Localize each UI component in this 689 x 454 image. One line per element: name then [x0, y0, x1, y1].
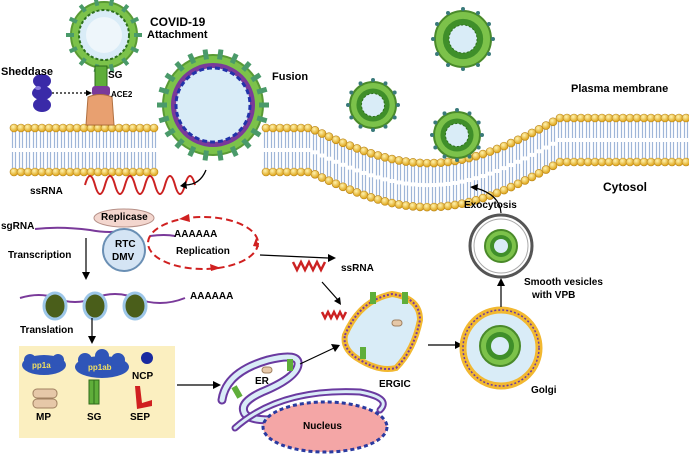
- label-ssrna-top: ssRNA: [30, 186, 63, 197]
- spike-receptor-complex: [85, 65, 115, 126]
- label-transcription: Transcription: [8, 250, 72, 261]
- virus-attachment: [70, 1, 138, 69]
- ssrna-strand-mid: [291, 259, 327, 273]
- label-cytosol: Cytosol: [603, 180, 648, 194]
- ssrna-strand-top: [84, 175, 196, 195]
- label-nucleus: Nucleus: [303, 421, 342, 432]
- label-ace2: ACE2: [111, 90, 133, 99]
- pp1ab-protein: [75, 349, 129, 378]
- ergic-compartment: [341, 290, 424, 372]
- sg-protein: [88, 379, 100, 405]
- label-fusion: Fusion: [272, 71, 309, 83]
- replication-cycle: [147, 216, 259, 270]
- sep-protein: [135, 386, 152, 409]
- label-ergic: ERGIC: [379, 379, 411, 390]
- label-rtc: RTC: [115, 239, 136, 250]
- label-sheddase: Sheddase: [1, 66, 53, 78]
- label-polya-1: AAAAAA: [174, 229, 218, 240]
- ribosome-bead: [42, 291, 68, 321]
- label-with-vpb: with VPB: [532, 290, 576, 301]
- label-pp1ab: pp1ab: [88, 363, 112, 372]
- label-mp: MP: [36, 412, 51, 423]
- virion: [346, 78, 400, 132]
- golgi-vesicle: [459, 306, 543, 390]
- label-dmv: DMV: [112, 252, 135, 263]
- label-replicase: Replicase: [101, 212, 148, 223]
- label-smooth-vesicles: Smooth vesicles: [524, 277, 603, 288]
- label-er: ER: [255, 376, 269, 387]
- virus-spikes: [66, 0, 142, 73]
- ribosome-bead: [122, 291, 148, 321]
- arrow-fusion-to-ssrna: [184, 169, 207, 186]
- label-golgi: Golgi: [531, 385, 557, 396]
- label-translation: Translation: [20, 325, 74, 336]
- pp1a-protein: [22, 354, 66, 375]
- rtc-dmv-vesicle: [102, 228, 146, 272]
- plasma-membrane: [9, 113, 689, 212]
- label-attachment: Attachment: [147, 29, 208, 41]
- sheddase-enzyme: [32, 74, 92, 112]
- label-ssrna-mid: ssRNA: [341, 263, 374, 274]
- virion: [430, 108, 484, 162]
- mp-protein: [32, 388, 58, 409]
- label-polya-2: AAAAAA: [190, 291, 234, 302]
- replicase-enzyme: [93, 208, 155, 228]
- label-plasma-membrane: Plasma membrane: [571, 83, 669, 95]
- nucleus: [261, 400, 389, 454]
- virion: [431, 7, 495, 71]
- label-pp1a: pp1a: [32, 361, 51, 370]
- label-sgrna: sgRNA: [1, 221, 35, 232]
- label-ncp: NCP: [132, 371, 154, 382]
- label-sg-top: SG: [108, 70, 123, 81]
- label-sg-box: SG: [87, 412, 102, 423]
- label-exocytosis: Exocytosis: [464, 200, 517, 211]
- virus-fusion: [162, 54, 264, 156]
- label-sep: SEP: [130, 412, 151, 423]
- label-replication: Replication: [176, 246, 230, 257]
- ncp-protein: [141, 352, 153, 364]
- ssrna-strand-ergic: [320, 309, 348, 321]
- ribosome-bead: [82, 291, 108, 321]
- smooth-vesicle: [468, 213, 534, 279]
- title-covid: COVID-19: [150, 15, 206, 29]
